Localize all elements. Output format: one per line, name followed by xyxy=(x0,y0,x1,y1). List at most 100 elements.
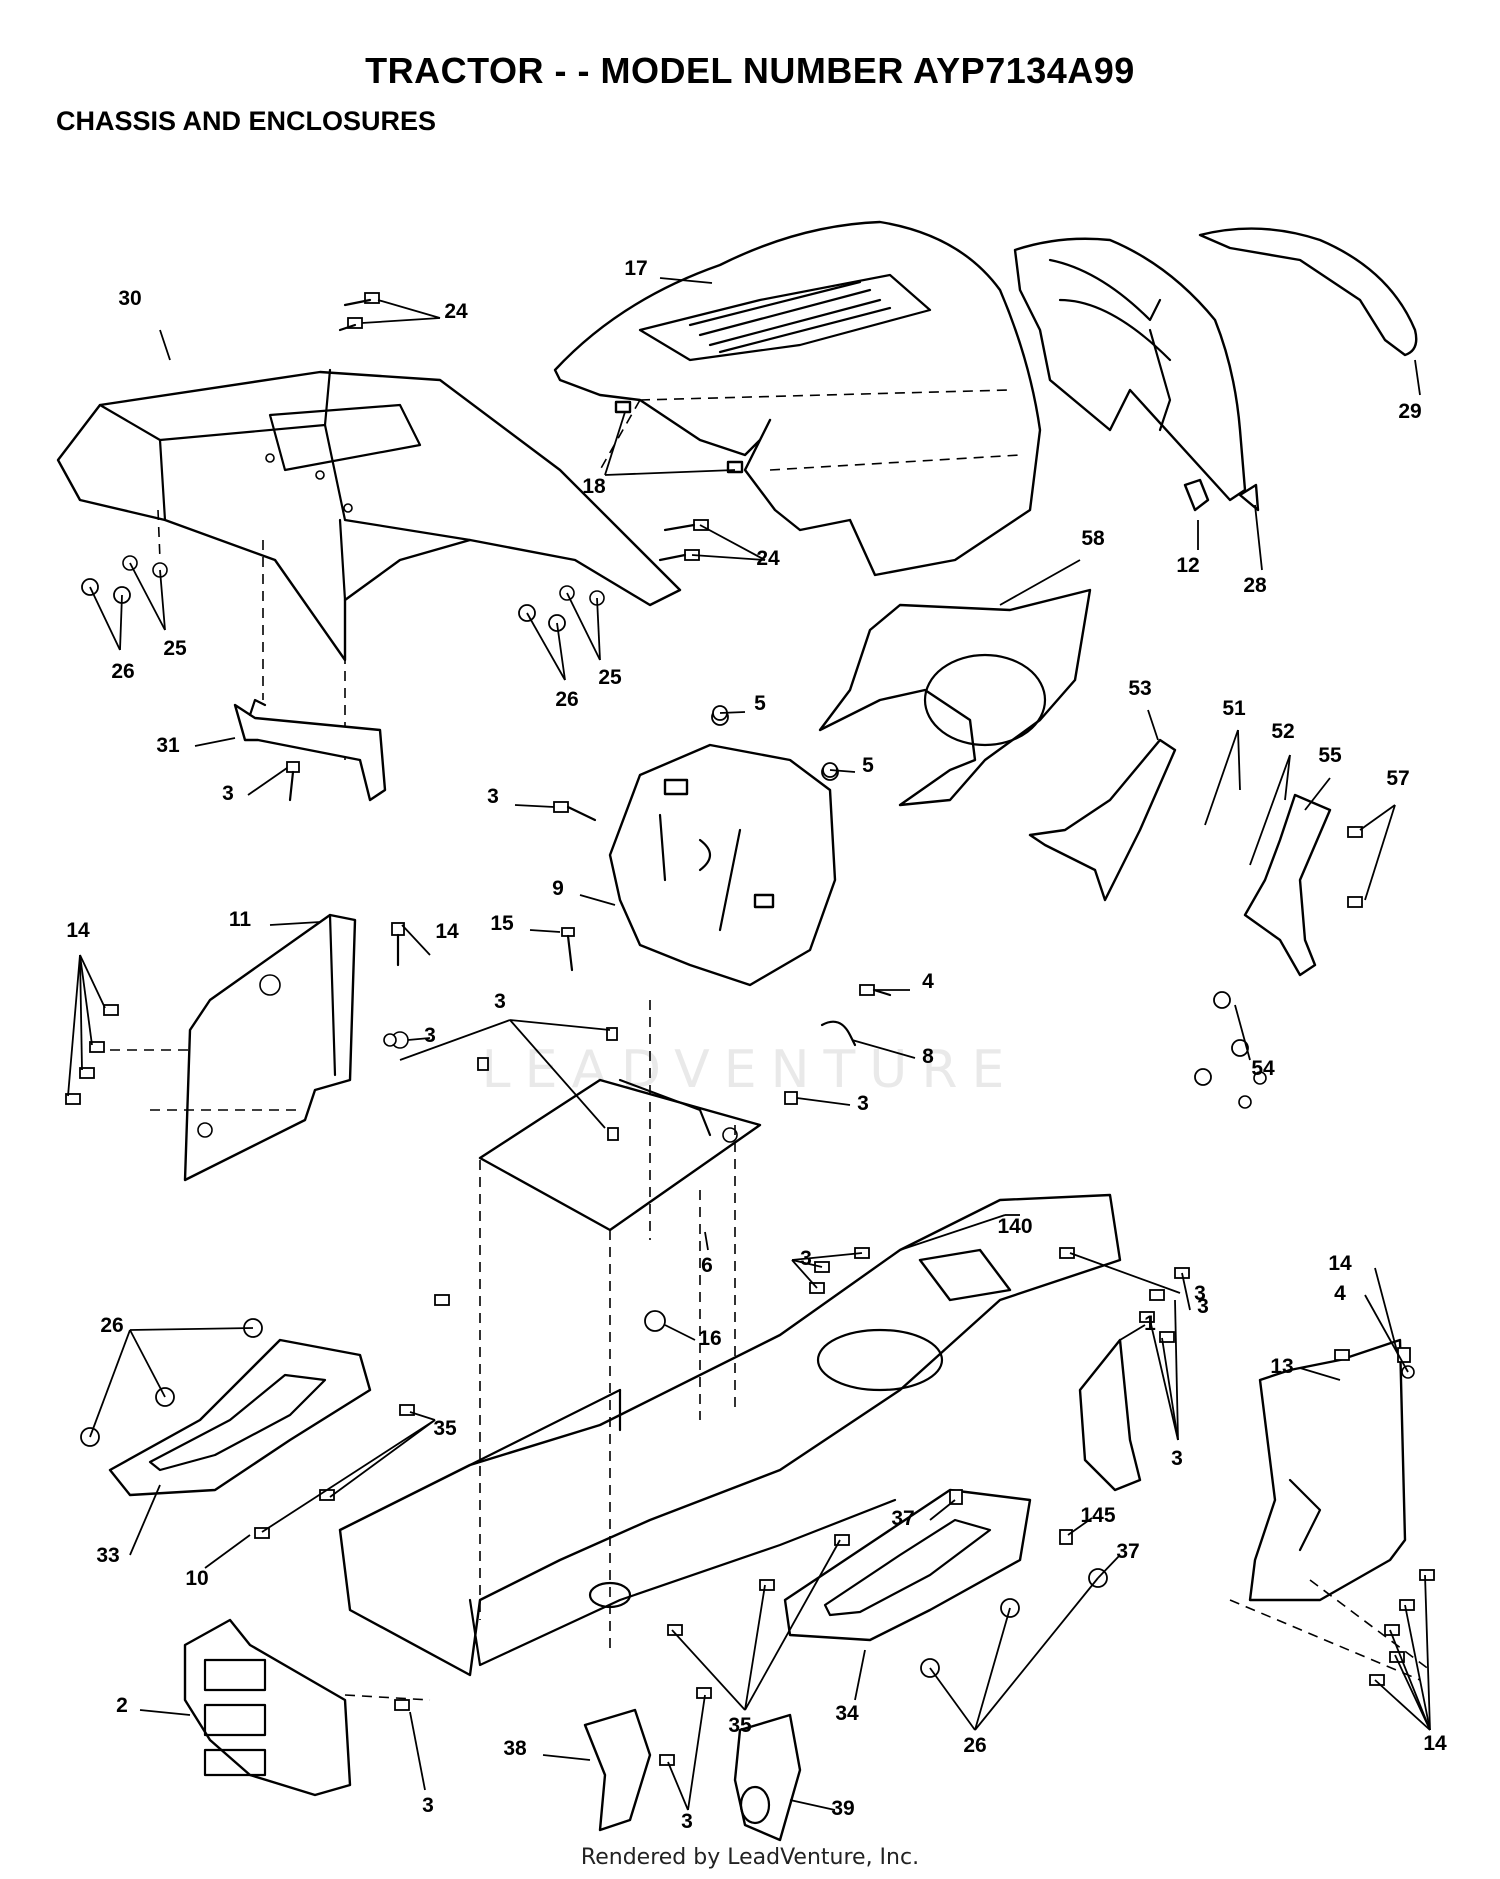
callout-number: 58 xyxy=(1081,527,1105,550)
callout-number: 8 xyxy=(922,1045,934,1068)
callout-3: 3 xyxy=(487,785,555,808)
callout-4: 4 xyxy=(1334,1282,1409,1373)
leader-line xyxy=(1284,754,1291,801)
leader-line xyxy=(659,277,713,284)
callout-number: 26 xyxy=(100,1314,123,1337)
leader-line xyxy=(1424,1574,1431,1731)
leader-line xyxy=(1404,1604,1431,1731)
callout-3: 3 xyxy=(1069,1252,1206,1305)
leader-line xyxy=(929,1499,956,1521)
leader-line xyxy=(542,1754,591,1761)
leader-line xyxy=(596,597,601,661)
callout-number: 10 xyxy=(185,1567,208,1590)
leader-line xyxy=(1414,359,1421,396)
callout-number: 14 xyxy=(66,919,90,942)
leader-line xyxy=(1234,1004,1251,1061)
callout-52: 52 xyxy=(1249,720,1295,866)
leader-line xyxy=(851,1039,916,1059)
callout-34: 34 xyxy=(835,1649,866,1725)
callout-3: 3 xyxy=(1149,1299,1183,1470)
leader-line xyxy=(204,1534,251,1569)
callout-51: 51 xyxy=(1204,697,1246,826)
callout-58: 58 xyxy=(999,527,1105,606)
footer-credit: Rendered by LeadVenture, Inc. xyxy=(580,1845,920,1870)
callout-31: 31 xyxy=(156,734,236,757)
part-left-footrest xyxy=(108,1338,372,1497)
callout-24: 24 xyxy=(361,299,468,324)
leader-line xyxy=(194,737,236,747)
leader-line xyxy=(1299,1367,1341,1381)
callout-number: 25 xyxy=(598,666,622,689)
callout-number: 145 xyxy=(1080,1504,1115,1527)
callout-number: 3 xyxy=(222,782,234,805)
leader-line xyxy=(1249,754,1291,866)
leader-line xyxy=(1254,504,1263,571)
callout-37: 37 xyxy=(1097,1540,1140,1579)
callout-number: 13 xyxy=(1270,1355,1293,1378)
callout-number: 3 xyxy=(681,1810,693,1833)
callout-number: 29 xyxy=(1398,400,1421,423)
callout-number: 34 xyxy=(835,1702,859,1725)
callout-55: 55 xyxy=(1304,744,1342,811)
callout-number: 16 xyxy=(698,1327,721,1350)
leader-line xyxy=(361,317,441,324)
leader-line xyxy=(1374,1679,1431,1731)
callout-14: 14 xyxy=(66,919,106,1097)
fasteners xyxy=(65,292,1435,1766)
leader-line xyxy=(129,562,166,631)
watermark: LEADVENTURE xyxy=(481,1040,1019,1100)
leader-line xyxy=(529,929,561,933)
leader-line xyxy=(247,767,288,796)
leader-line xyxy=(1119,1324,1146,1341)
callout-number: 140 xyxy=(997,1215,1032,1238)
callout-number: 57 xyxy=(1386,767,1409,790)
callout-number: 3 xyxy=(800,1247,812,1270)
leader-line xyxy=(129,1329,166,1398)
callout-3: 3 xyxy=(667,1694,706,1833)
leader-line xyxy=(89,1329,131,1438)
callout-35: 35 xyxy=(671,1539,841,1737)
leader-line xyxy=(1364,804,1396,901)
leader-line xyxy=(719,711,746,714)
leader-line xyxy=(329,1419,436,1498)
leader-line xyxy=(1161,1337,1179,1441)
leader-line xyxy=(704,1231,709,1251)
part-right-footrest xyxy=(783,1488,1032,1642)
callout-3: 3 xyxy=(399,990,611,1129)
callout-14: 14 xyxy=(1374,1574,1447,1755)
leader-line xyxy=(899,1214,1006,1251)
callout-number: 17 xyxy=(624,257,647,280)
leader-line xyxy=(699,524,766,561)
callout-number: 24 xyxy=(444,300,468,323)
callout-54: 54 xyxy=(1234,1004,1275,1080)
callout-number: 39 xyxy=(831,1797,854,1820)
leader-line xyxy=(139,1709,191,1716)
part-grille-housing xyxy=(1013,227,1418,512)
leader-line xyxy=(604,411,626,476)
callout-number: 18 xyxy=(582,475,606,498)
callout-18: 18 xyxy=(582,411,736,498)
callout-5: 5 xyxy=(719,692,766,715)
callout-3: 3 xyxy=(409,1711,434,1817)
callout-number: 26 xyxy=(555,688,578,711)
part-dash xyxy=(608,743,837,987)
leader-line xyxy=(1067,1517,1093,1536)
leader-line xyxy=(79,954,93,1046)
callout-number: 51 xyxy=(1222,697,1246,720)
callout-number: 9 xyxy=(552,877,564,900)
callout-number: 33 xyxy=(96,1544,119,1567)
part-plate xyxy=(478,1078,762,1232)
callout-number: 3 xyxy=(857,1092,869,1115)
part-brackets-right xyxy=(1028,738,1332,977)
callout-10: 10 xyxy=(185,1534,251,1590)
callout-13: 13 xyxy=(1270,1355,1341,1381)
leader-line xyxy=(999,559,1081,606)
leader-line xyxy=(1147,709,1159,741)
callout-25: 25 xyxy=(566,592,622,689)
leader-line xyxy=(791,1259,818,1289)
callout-3: 3 xyxy=(791,1247,863,1289)
callout-number: 4 xyxy=(922,970,934,993)
leader-line xyxy=(67,954,81,1097)
